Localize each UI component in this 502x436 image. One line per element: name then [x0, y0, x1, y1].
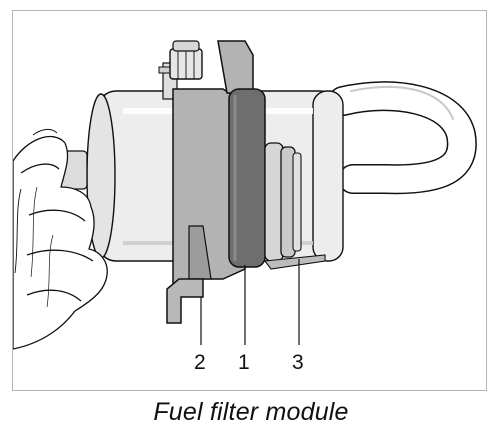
callout-leaders — [200, 259, 300, 345]
fuel-hose — [328, 81, 477, 195]
callout-2: 2 — [194, 351, 206, 374]
hand-illustration — [13, 128, 108, 350]
callout-1: 1 — [238, 351, 250, 374]
callout-3: 3 — [292, 351, 304, 374]
sealing-rings-light — [263, 142, 326, 270]
callout-labels: 2 1 3 — [194, 351, 304, 374]
sealing-ring-dark — [228, 88, 266, 268]
fuel-filter-illustration: 2 1 3 — [13, 40, 477, 374]
diagram-frame: 2 1 3 — [12, 10, 487, 391]
figure-caption: Fuel filter module — [153, 398, 349, 426]
mounting-bracket — [166, 40, 254, 324]
